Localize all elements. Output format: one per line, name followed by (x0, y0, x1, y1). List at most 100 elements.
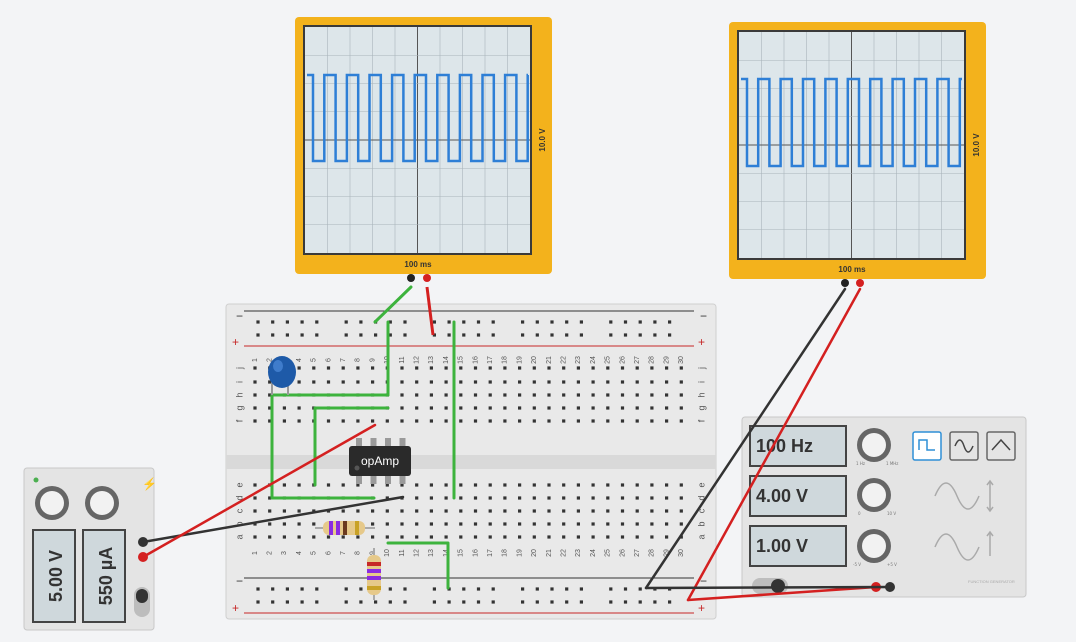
current-display (82, 529, 126, 623)
breadboard[interactable]: − − + + − − + + 112233445566778899101011… (225, 303, 717, 620)
column-label: 23 (575, 549, 582, 557)
offset-icon (934, 530, 994, 561)
column-label: 29 (663, 549, 670, 557)
offset-min-label: -5 V (853, 562, 861, 567)
column-label: 1 (252, 358, 259, 362)
triangle-wave-button[interactable] (986, 431, 1016, 461)
column-label: 24 (590, 356, 597, 364)
volt-div-label: 10.0 V (972, 133, 981, 157)
sine-wave-button[interactable] (949, 431, 979, 461)
function-generator[interactable]: 100 Hz 4.00 V 1.00 V 1 Hz 1 MHz 0 10 V -… (741, 416, 1027, 598)
red-wire[interactable] (425, 286, 435, 336)
column-label: 17 (487, 549, 494, 557)
column-label: 19 (516, 549, 523, 557)
column-label: 11 (399, 549, 406, 556)
row-label: i (696, 381, 706, 383)
rail-plus-label: + (232, 601, 239, 615)
amplitude-icon (934, 479, 994, 513)
rail-plus-label: + (232, 335, 239, 349)
chip-label: opAmp (361, 454, 399, 468)
row-label: e (696, 482, 706, 487)
square-wave-button[interactable] (912, 431, 942, 461)
row-label: b (234, 521, 244, 526)
power-supply[interactable]: ⚡ 5.00 V 550 µA (23, 467, 157, 631)
column-label: 10 (384, 549, 391, 557)
amplitude-display (749, 475, 847, 517)
column-label: 12 (414, 549, 421, 557)
column-label: 22 (561, 549, 568, 557)
column-label: 18 (502, 549, 509, 557)
column-label: 4 (296, 358, 303, 362)
column-label: 9 (369, 551, 376, 555)
column-label: 13 (428, 549, 435, 557)
column-label: 2 (267, 551, 274, 555)
column-label: 25 (605, 549, 612, 557)
rail-minus-label: − (700, 309, 707, 323)
chip-pin (399, 475, 406, 484)
voltage-display (32, 529, 76, 623)
probe-negative-terminal[interactable] (407, 274, 415, 282)
row-label: f (234, 419, 244, 422)
row-label: d (234, 495, 244, 500)
column-label: 30 (678, 356, 685, 364)
row-label: a (234, 534, 244, 539)
capacitor[interactable] (268, 356, 296, 395)
column-label: 21 (546, 356, 553, 364)
column-label: 8 (355, 551, 362, 555)
row-label: d (696, 495, 706, 500)
column-label: 12 (414, 356, 421, 364)
column-label: 29 (663, 356, 670, 364)
probe-positive-terminal[interactable] (423, 274, 431, 282)
column-label: 15 (458, 549, 465, 557)
chip-pin (356, 438, 362, 447)
row-label: j (234, 367, 244, 370)
column-label: 26 (619, 356, 626, 364)
triangle-wave-icon (991, 438, 1011, 451)
column-label: 28 (649, 549, 656, 557)
lightning-icon: ⚡ (142, 477, 157, 491)
column-label: 28 (649, 356, 656, 364)
probe-positive-terminal[interactable] (856, 279, 864, 287)
row-label: h (234, 392, 244, 397)
column-label: 14 (443, 356, 450, 364)
column-label: 2 (267, 358, 274, 362)
jumper-wires[interactable] (270, 285, 456, 590)
external-wires[interactable] (141, 287, 892, 602)
row-label: g (696, 405, 706, 410)
row-label: e (234, 482, 244, 487)
column-label: 18 (502, 356, 509, 364)
probe-negative-terminal[interactable] (841, 279, 849, 287)
brand-label: FUNCTION GENERATOR (968, 579, 1015, 584)
column-label: 25 (605, 356, 612, 364)
column-label: 6 (325, 551, 332, 555)
opamp-chip[interactable]: opAmp (349, 438, 411, 484)
chip-pin (370, 475, 377, 484)
column-label: 9 (369, 358, 376, 362)
row-label: c (696, 508, 706, 513)
amp-max-label: 10 V (887, 511, 896, 516)
column-label: 27 (634, 549, 641, 557)
time-div-label: 100 ms (838, 265, 866, 274)
column-label: 6 (325, 358, 332, 362)
column-label: 7 (340, 358, 347, 362)
rail-plus-label: + (698, 601, 705, 615)
column-label: 22 (561, 356, 568, 364)
chip-pin (356, 475, 362, 484)
row-label: h (696, 392, 706, 397)
column-label: 5 (311, 358, 318, 362)
rail-minus-label: − (700, 574, 707, 588)
column-label: 27 (634, 356, 641, 364)
oscilloscope-1[interactable]: 100 ms 10.0 V (295, 17, 552, 282)
resistor-vertical[interactable] (367, 548, 381, 600)
column-label: 3 (281, 551, 288, 555)
amplitude-readout: 4.00 V (756, 486, 808, 506)
column-label: 23 (575, 356, 582, 364)
resistor-horizontal[interactable] (315, 521, 375, 535)
row-label: c (234, 508, 244, 513)
row-label: i (234, 381, 244, 383)
chip-pin (385, 438, 391, 447)
column-label: 8 (355, 358, 362, 362)
column-label: 20 (531, 549, 538, 557)
chip-pin (370, 438, 377, 447)
oscilloscope-2[interactable]: 100 ms 10.0 V (729, 22, 986, 287)
